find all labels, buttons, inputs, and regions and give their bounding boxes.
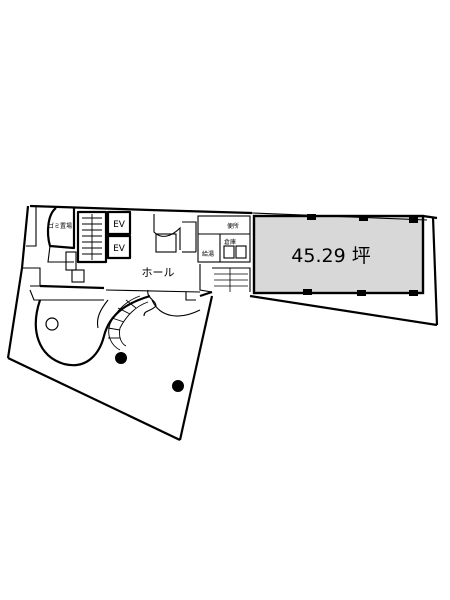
curved-stair xyxy=(107,295,149,351)
office-column xyxy=(307,214,316,220)
elevator-shafts: EV EV xyxy=(106,210,132,260)
office-column xyxy=(357,290,366,296)
hall-stair xyxy=(214,268,248,292)
building-outline xyxy=(6,204,439,441)
office-column xyxy=(359,215,368,221)
elevator-label: EV xyxy=(113,220,126,230)
left-core: ゴミ置場 xyxy=(29,207,108,301)
area-label: 45.29 坪 xyxy=(291,245,370,267)
elevator-label: EV xyxy=(113,244,126,254)
hall-core: ホール 便所 倉庫 給湯 xyxy=(105,214,251,317)
tenant-office-fill xyxy=(252,214,425,295)
stair-treads xyxy=(82,214,102,260)
office-column xyxy=(409,290,418,296)
hall-label: ホール xyxy=(142,266,175,279)
tree-marker xyxy=(172,380,184,392)
tree-marker xyxy=(115,352,127,364)
office-column xyxy=(303,289,312,295)
tenant-office-area: 45.29 坪 xyxy=(251,212,428,296)
utility-label: 倉庫 xyxy=(224,238,236,246)
planter-circle xyxy=(45,317,59,331)
entrance-terrace xyxy=(34,294,201,392)
garbage-label: ゴミ置場 xyxy=(48,222,72,230)
office-column xyxy=(409,217,418,223)
toilet-label: 便所 xyxy=(227,222,239,230)
pantry-label: 給湯 xyxy=(202,250,214,258)
